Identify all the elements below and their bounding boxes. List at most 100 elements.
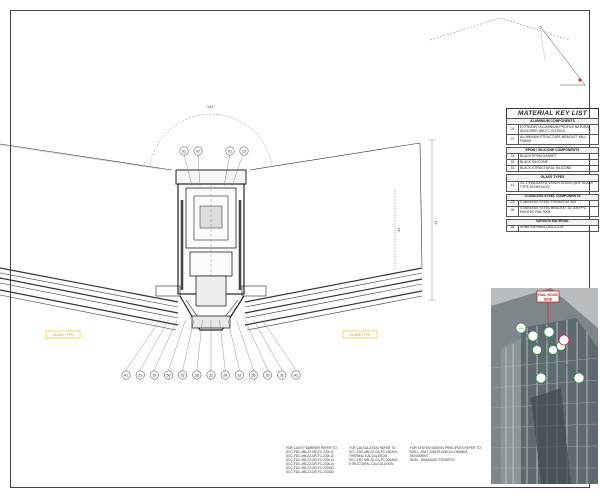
callout-leader — [261, 319, 297, 371]
callout-top: 01 — [225, 146, 235, 156]
key-list-description: ALUMINIUM STRUCTURE BRACKET MILL FINISH — [518, 134, 599, 146]
callout-bottom: 31 — [277, 370, 287, 380]
central-mullion — [155, 169, 267, 331]
key-list-section-heading: GLASS TYPES — [506, 174, 599, 182]
callout-number: 01 — [182, 149, 186, 153]
callout-bottom: 32 — [234, 370, 244, 380]
note-line: SCC-FDC-MB-ZZ-DR-FC-230Z81 — [286, 466, 334, 470]
key-list-code: 01 — [506, 124, 519, 136]
angle-arc — [149, 113, 273, 166]
key-list-description: STAINLESS STEEL BRACKET A2 304 PPC PAINT… — [518, 205, 599, 217]
callout-bottom: 41 — [291, 370, 301, 380]
dimension-left: 44 — [396, 227, 401, 232]
callout-leader — [227, 319, 240, 371]
callout-number: 31 — [138, 373, 142, 377]
key-list-code: 07 — [506, 134, 519, 146]
callout-top: 01 — [179, 146, 189, 156]
note-line: SCC-FDC-MB-ZZ-DR-FC-230L14 — [286, 462, 334, 466]
callout-number: 31 — [280, 373, 284, 377]
callout-top: 23 — [239, 146, 249, 156]
callout-number: 32 — [181, 373, 185, 377]
callout-number: 32 — [237, 373, 241, 377]
callout-number: 41 — [124, 373, 128, 377]
callout-number: 33 — [152, 373, 156, 377]
callout-leader — [125, 319, 161, 371]
building-photo: RAIL NOSE SIDE S036 — [491, 288, 598, 484]
key-list-code: 26 — [506, 205, 519, 217]
dimension-right: 44 — [433, 220, 438, 225]
callout-leader — [196, 319, 203, 371]
photo-label-line1: RAIL NOSE — [538, 293, 558, 297]
callout-bottom: 31 — [135, 370, 145, 380]
callout-number: 33 — [266, 373, 270, 377]
callout-number: 01 — [228, 149, 232, 153]
callout-bottom: 26 — [192, 370, 202, 380]
callout-leader — [182, 319, 195, 371]
callout-leader — [168, 319, 186, 371]
note-block: FOR CALCULATION REFER TO:SCC-FDC-MB-ZZ-C… — [349, 446, 399, 466]
callout-bottom: 33 — [263, 370, 273, 380]
key-list-code: 41 — [506, 180, 519, 192]
note-block: FOR CAVITY BARRIER REFER TO:SCC-FDC-MB-Z… — [286, 446, 338, 474]
note-line: MOVEMENT — [410, 454, 429, 458]
callout-leader — [154, 319, 178, 371]
callout-number: 26 — [195, 373, 199, 377]
callout-leader — [253, 319, 282, 371]
note-line: SCC-FDC-MB-ZZ-DR-FC-230L12 — [286, 454, 334, 458]
key-plan — [429, 17, 586, 86]
callout-number: 50 — [167, 373, 171, 377]
note-line: THERMAL CALCULATION — [349, 454, 388, 458]
note-line: SCC-FDC-MB-ZZ-DR-FC-230L11 — [286, 450, 334, 454]
callout-bottom: 31 — [206, 370, 216, 380]
callout-number: 41 — [294, 373, 298, 377]
callout-bottom: 26 — [220, 370, 230, 380]
dimension-lines — [394, 139, 436, 301]
callout-number: 23 — [242, 149, 246, 153]
note-line: SCC-FDC-MB-ZZ-DR-FC-230Z82 — [286, 470, 334, 474]
note-line: SCC-FDC-MB-ZZ-CA-FC-230A05 - — [349, 458, 399, 462]
callout-number: 07 — [196, 149, 200, 153]
sheet-border — [10, 10, 590, 488]
left-glass-panel — [0, 143, 179, 331]
callout-bottom: 50 — [164, 370, 173, 380]
key-list-code: 55 — [506, 224, 519, 232]
callout-leader — [140, 319, 169, 371]
note-line: FOR CALCULATION REFER TO: — [349, 446, 397, 450]
callout-bottom: 41 — [121, 370, 131, 380]
callout-top: 07 — [193, 146, 203, 156]
callout-bottom: 32 — [178, 370, 188, 380]
note-line: SD30 - DRAINAGE STRATEGY — [410, 458, 456, 462]
key-list-description: GL-1 INSULATED VISION GLASS (SEE GLASS T… — [518, 180, 599, 192]
note-line: SCC-FDC-MB-ZZ-CA-FC-230A04 - — [349, 450, 399, 454]
key-list-description: EXTRUDED ALUMINIUM PROFILE NATURAL ANODI… — [518, 124, 599, 136]
callout-leader — [219, 319, 226, 371]
note-line: SD01 - UNIT JOINTS AND ALLOWABLE — [410, 450, 468, 454]
top-callouts: 01 07 01 23 — [179, 146, 249, 156]
photo-label-line2: SIDE — [544, 297, 553, 301]
callout-number: 26 — [223, 373, 227, 377]
callout-leader — [244, 319, 268, 371]
glass-tag-right: GLASS TYPE — [349, 333, 371, 337]
note-line: SCC-FDC-MB-ZZ-DR-FC-230L13 — [286, 458, 334, 462]
note-line: STRUCTURAL CALCULATION — [349, 462, 394, 466]
angle-label: 161° — [207, 104, 216, 109]
note-block: FOR SYSTEM DESIGN PRINCIPLES REFER TO:SD… — [410, 446, 481, 462]
note-line: FOR SYSTEM DESIGN PRINCIPLES REFER TO: — [410, 446, 482, 450]
bottom-leaders — [125, 319, 297, 371]
callout-number: 31 — [209, 373, 213, 377]
glass-tag-left: GLASS TYPE — [52, 333, 74, 337]
right-glass-panel — [244, 142, 423, 331]
callout-bottom: 33 — [149, 370, 159, 380]
